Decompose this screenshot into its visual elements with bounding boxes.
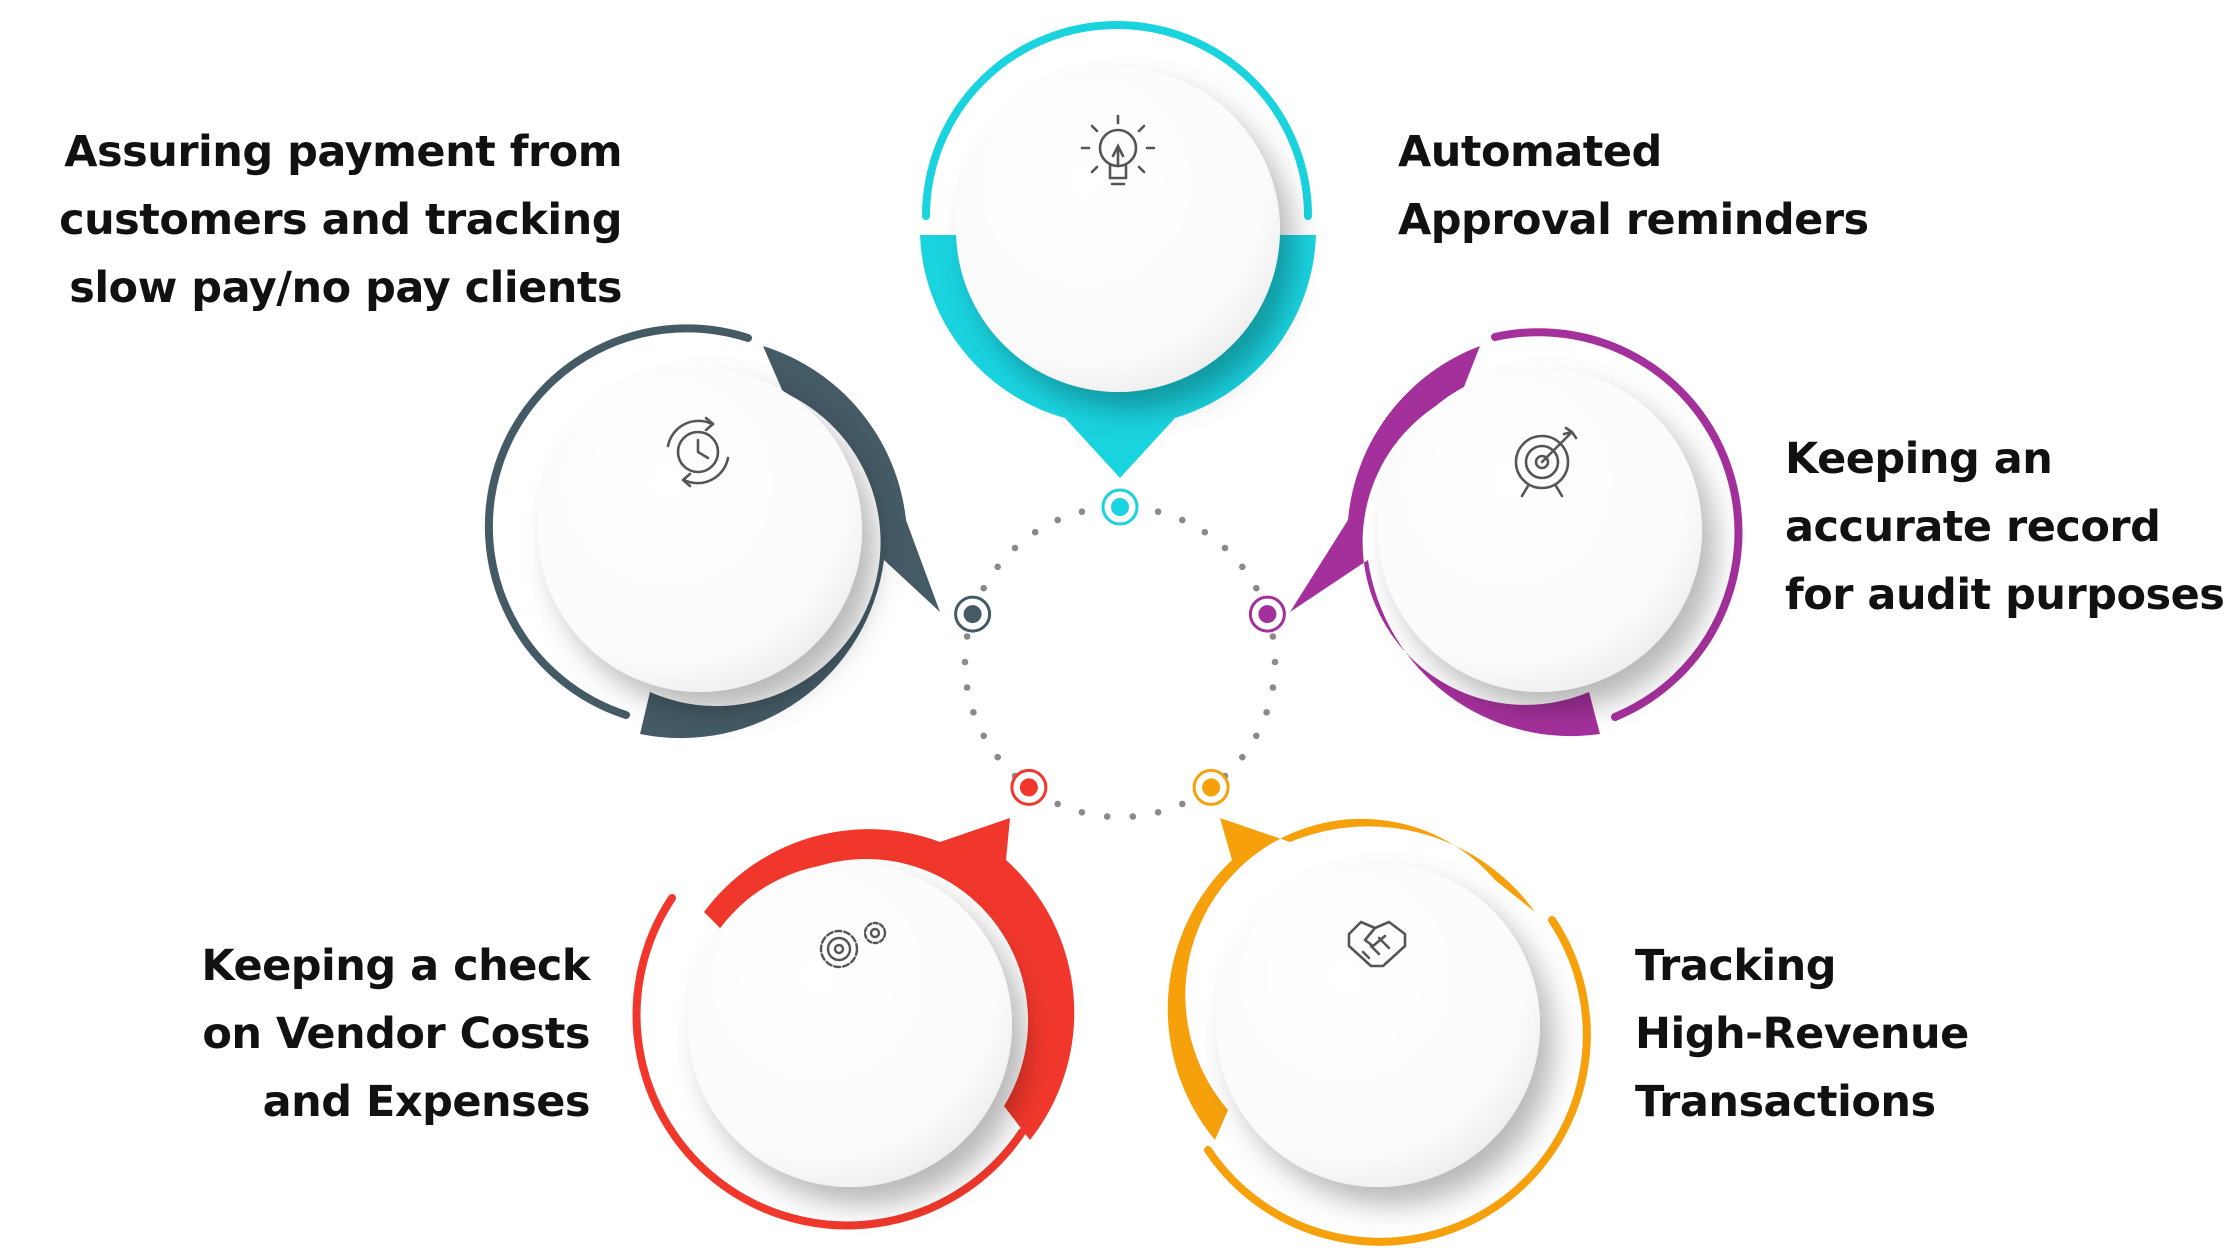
node-vendor-thick-band [704, 818, 1075, 1140]
label-vendor-line: and Expenses [262, 1077, 591, 1127]
node-approval-disc [956, 68, 1280, 392]
label-payment: Assuring payment from customers and trac… [59, 118, 622, 322]
label-approval: Automated Approval reminders [1398, 118, 1869, 254]
node-audit-outer-arc [1491, 328, 1743, 721]
ring-dot [1263, 709, 1270, 716]
label-approval-line: Approval reminders [1398, 195, 1869, 245]
clock-cycle-icon [666, 416, 730, 488]
connector-approval-dot [1111, 498, 1129, 516]
handshake-icon [1347, 920, 1407, 968]
ring-dot [1271, 658, 1279, 666]
ring-dot [1103, 813, 1111, 820]
node-vendor-outer-arc [632, 894, 1026, 1230]
connector-audit-dot [1258, 605, 1277, 624]
ring-dot [1239, 753, 1246, 761]
node-vendor [632, 818, 1075, 1230]
ring-dot [980, 732, 987, 740]
ring-dot [1011, 544, 1019, 552]
label-payment-line: slow pay/no pay clients [69, 263, 622, 313]
node-vendor-disc [688, 863, 1012, 1187]
ring-dot [1201, 528, 1209, 536]
connector-payment-dot [963, 605, 982, 624]
label-vendor-line: Keeping a check [201, 941, 590, 991]
ring-dot [1054, 800, 1061, 808]
node-revenue-disc [1216, 863, 1540, 1187]
node-revenue-thick-band [1167, 818, 1535, 1140]
label-vendor-line: on Vendor Costs [202, 1009, 590, 1059]
ring-dot [1129, 813, 1137, 820]
label-revenue-line: Tracking [1635, 941, 1837, 991]
central-dotted-ring [961, 504, 1279, 820]
ring-dot [1269, 684, 1277, 691]
ring-dot [1154, 809, 1162, 816]
label-revenue-line: High-Revenue [1635, 1009, 1969, 1059]
label-payment-line: customers and tracking [59, 195, 622, 245]
target-icon [1514, 426, 1578, 498]
node-payment-thick-band [640, 346, 940, 739]
ring-dot [980, 584, 987, 592]
connector-vendor-dot [1019, 778, 1038, 797]
ring-dot [1269, 633, 1277, 640]
node-audit [1290, 328, 1743, 737]
ring-dot [1031, 528, 1039, 536]
label-audit-line: for audit purposes [1785, 570, 2225, 620]
ring-dot [970, 709, 977, 716]
node-payment-disc [538, 368, 862, 692]
ring-dot [994, 563, 1001, 571]
ring-dot [1221, 544, 1229, 552]
node-audit-thick-band [1290, 346, 1600, 737]
node-payment-outer-arc [484, 324, 752, 719]
ring-dot [963, 633, 971, 640]
label-audit-line: Keeping an [1785, 434, 2053, 484]
node-audit-disc [1378, 368, 1702, 692]
ring-dot [1179, 800, 1186, 808]
label-approval-line: Automated [1398, 127, 1662, 177]
gears-icon [819, 921, 887, 969]
node-payment [484, 324, 940, 739]
label-audit: Keeping an accurate record for audit pur… [1785, 425, 2225, 629]
ring-dot [1239, 563, 1246, 571]
ring-dot [1253, 732, 1260, 740]
label-audit-line: accurate record [1785, 502, 2161, 552]
ring-dot [994, 753, 1001, 761]
ring-dot [961, 658, 969, 666]
ring-dot [1253, 584, 1260, 592]
node-approval [920, 21, 1316, 478]
label-vendor: Keeping a check on Vendor Costs and Expe… [201, 932, 590, 1136]
ring-dot [1179, 516, 1186, 524]
connector-revenue-dot [1202, 778, 1221, 797]
label-payment-line: Assuring payment from [64, 127, 622, 177]
lightbulb-icon [1080, 114, 1156, 186]
ring-dot [1078, 508, 1086, 515]
ring-dot [1078, 809, 1086, 816]
ring-dot [963, 684, 971, 691]
node-revenue-outer-arc [1204, 916, 1591, 1246]
node-approval-outer-arc [922, 21, 1312, 220]
node-revenue [1167, 818, 1591, 1246]
label-revenue: Tracking High-Revenue Transactions [1635, 932, 1969, 1136]
ring-connectors [954, 488, 1286, 806]
ring-dot [1154, 508, 1162, 515]
ring-dot [1054, 516, 1061, 524]
label-revenue-line: Transactions [1635, 1077, 1936, 1127]
